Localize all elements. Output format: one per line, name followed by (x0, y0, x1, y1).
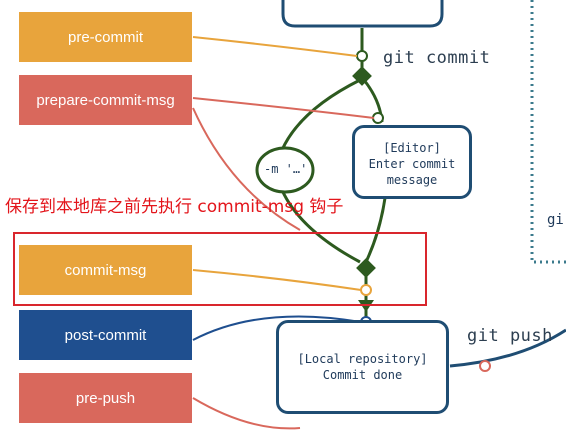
hook-commit-msg: commit-msg (19, 245, 192, 295)
prepare-msg-wire (192, 97, 375, 119)
repo-box-line2: Commit done (322, 368, 403, 382)
hook-post-commit-label: post-commit (64, 326, 147, 344)
editor-box-line2: Enter commit (368, 157, 456, 171)
post-commit-wire (192, 315, 362, 341)
editor-box-line1: [Editor] (383, 141, 441, 155)
git-push-label: git push (467, 326, 553, 346)
editor-box: [Editor] Enter commit message (352, 125, 472, 199)
hook-commit-msg-label: commit-msg (64, 261, 147, 279)
hook-pre-push: pre-push (19, 373, 192, 423)
commit-msg-wire (192, 269, 362, 291)
pre-commit-node (356, 50, 368, 62)
hook-pre-commit: pre-commit (19, 12, 192, 62)
git-commit-label: git commit (383, 48, 491, 68)
commit-msg-highlight (13, 232, 427, 306)
repo-box-line1: [Local repository] (297, 352, 428, 366)
push-path (449, 328, 566, 368)
m-flag-ellipse (255, 146, 315, 194)
prepare-msg-node (372, 112, 384, 124)
pre-commit-wire (192, 36, 358, 57)
hook-pre-push-label: pre-push (75, 389, 136, 407)
hook-pre-commit-label: pre-commit (67, 28, 143, 46)
hook-post-commit: post-commit (19, 310, 192, 360)
flow-arrow (358, 300, 374, 312)
m-flag-label: -m '…' (264, 162, 308, 176)
pre-push-node (479, 360, 491, 372)
hook-prepare-commit-msg-label: prepare-commit-msg (36, 91, 175, 109)
merge-diamond (356, 258, 376, 278)
edge-partial-label: gi (547, 212, 564, 228)
hook-prepare-commit-msg: prepare-commit-msg (19, 75, 192, 125)
editor-box-line3: message (386, 173, 438, 187)
prepare-msg-loop (192, 107, 301, 231)
local-repository-box: [Local repository] Commit done (276, 320, 449, 414)
annotation-text: 保存到本地库之前先执行 commit-msg 钩子 (5, 197, 344, 217)
pre-push-wire (192, 397, 301, 430)
top-box-edge (281, 0, 444, 28)
